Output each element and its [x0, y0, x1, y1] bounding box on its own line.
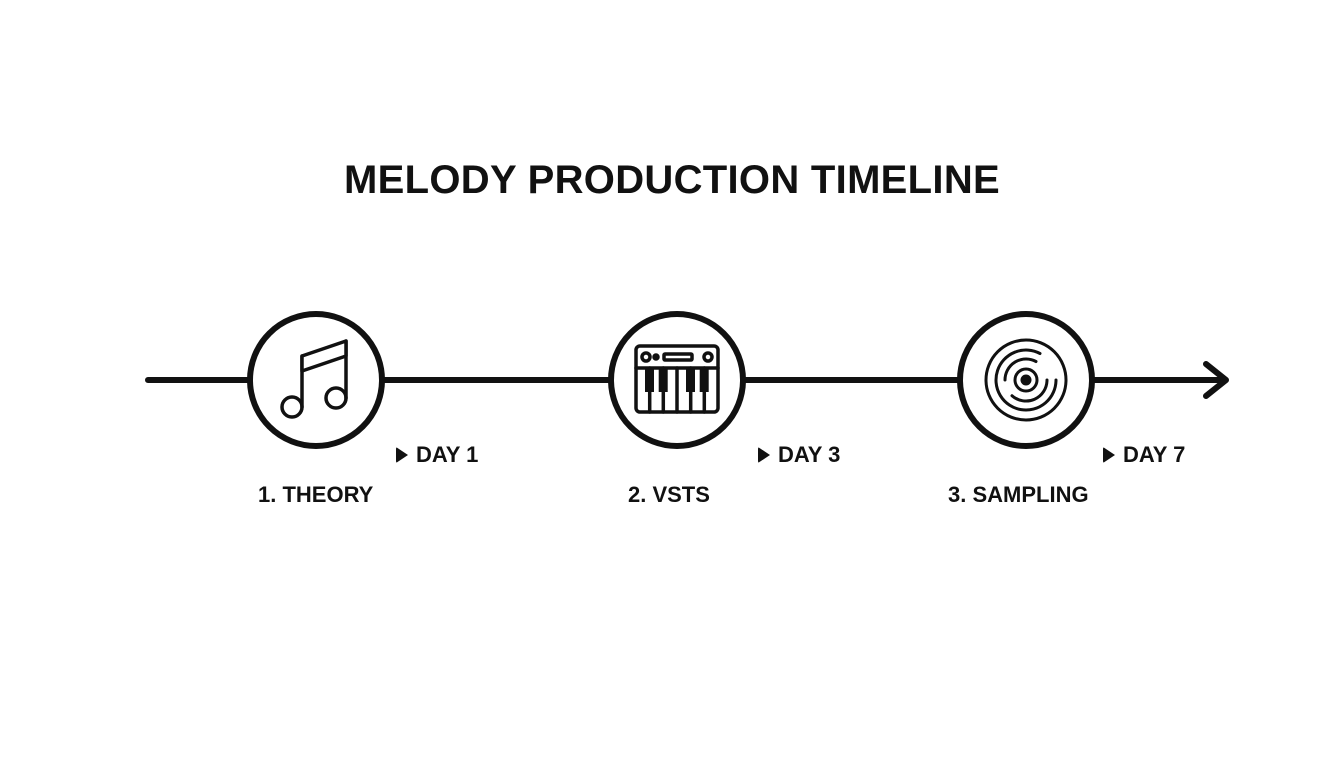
music-note-icon: [280, 339, 348, 419]
play-icon: [758, 447, 770, 463]
stage-circle-1: [247, 311, 385, 449]
day-label-1: DAY 1: [416, 442, 479, 467]
day-marker-1: DAY 1: [396, 441, 478, 469]
stage-label-2: 2. VSTS: [628, 482, 710, 507]
day-label-3: DAY 7: [1123, 442, 1186, 467]
day-label-2: DAY 3: [778, 442, 841, 467]
timeline-arrowhead: [1203, 361, 1229, 399]
stage-node-3: [957, 311, 1095, 449]
play-icon: [396, 447, 408, 463]
stage-label-3: 3. SAMPLING: [948, 482, 1089, 507]
stage-node-1: [247, 311, 385, 449]
page-title: MELODY PRODUCTION TIMELINE: [344, 158, 1000, 202]
synth-keyboard-icon: [634, 344, 720, 414]
stage-node-2: [608, 311, 746, 449]
day-marker-2: DAY 3: [758, 441, 840, 469]
vinyl-record-icon: [984, 338, 1068, 422]
day-marker-3: DAY 7: [1103, 441, 1185, 469]
play-icon: [1103, 447, 1115, 463]
stage-label-1: 1. THEORY: [258, 482, 374, 507]
